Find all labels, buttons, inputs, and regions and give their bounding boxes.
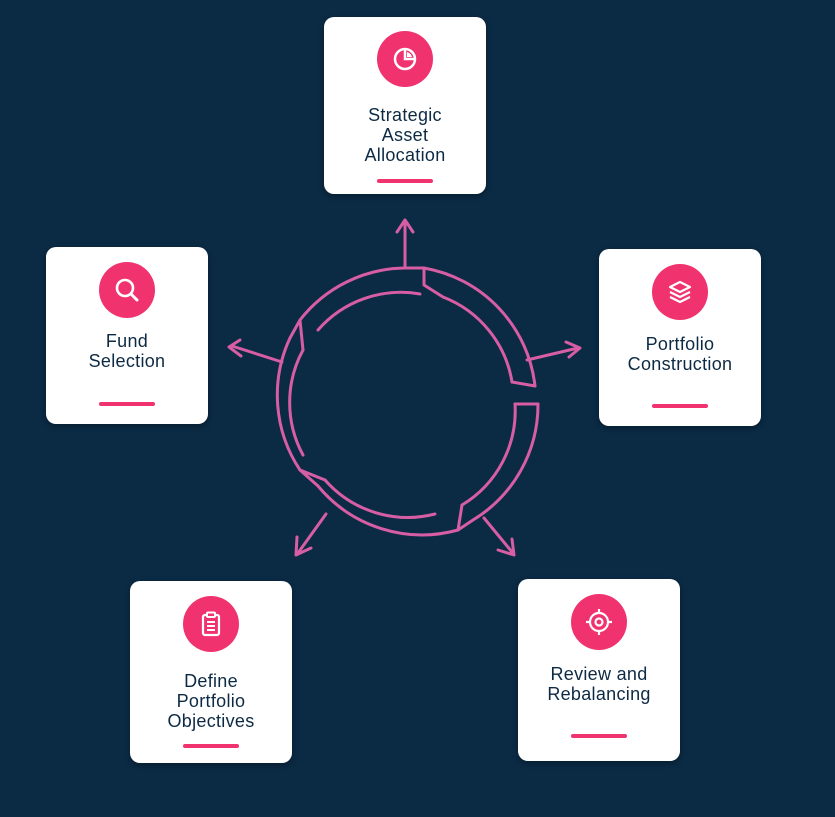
step-label: Review and Rebalancing bbox=[547, 664, 651, 704]
step-label: Strategic Asset Allocation bbox=[364, 105, 446, 165]
step-underline bbox=[99, 402, 155, 406]
target-icon bbox=[571, 594, 627, 650]
step-underline bbox=[571, 734, 627, 738]
step-underline bbox=[652, 404, 708, 408]
step-label: Define Portfolio Objectives bbox=[167, 671, 255, 731]
step-underline bbox=[377, 179, 433, 183]
step-card-review-and-rebalancing[interactable]: Review and Rebalancing bbox=[518, 579, 680, 761]
pie-chart-icon bbox=[377, 31, 433, 87]
step-underline bbox=[183, 744, 239, 748]
layers-icon bbox=[652, 264, 708, 320]
clipboard-icon bbox=[183, 596, 239, 652]
step-card-strategic-asset-allocation[interactable]: Strategic Asset Allocation bbox=[324, 17, 486, 194]
step-label: Fund Selection bbox=[88, 331, 166, 371]
step-card-define-portfolio-objectives[interactable]: Define Portfolio Objectives bbox=[130, 581, 292, 763]
step-label: Portfolio Construction bbox=[627, 334, 733, 374]
step-card-fund-selection[interactable]: Fund Selection bbox=[46, 247, 208, 424]
step-card-portfolio-construction[interactable]: Portfolio Construction bbox=[599, 249, 761, 426]
search-icon bbox=[99, 262, 155, 318]
